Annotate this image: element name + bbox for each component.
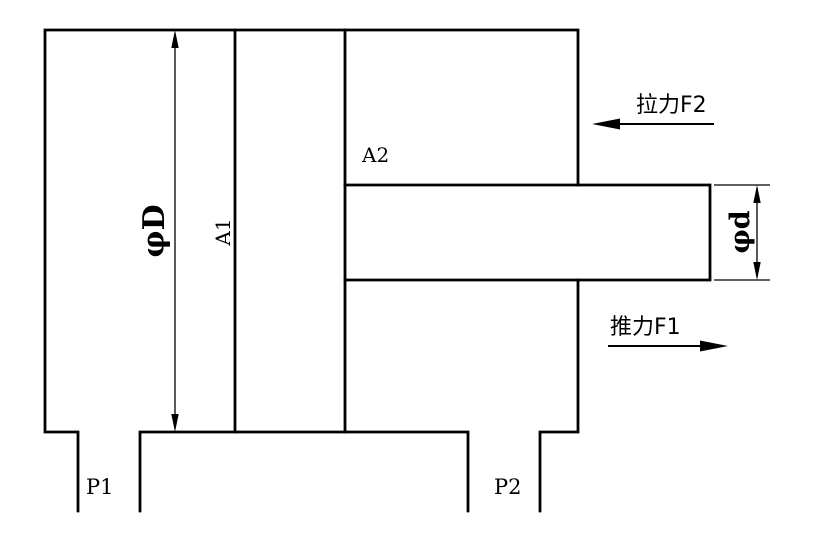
push-force-arrow-right-icon (700, 340, 728, 352)
bore-dimension-arrow-up-icon (171, 30, 179, 48)
port-p2-label: P2 (494, 475, 522, 499)
rod-dimension-arrow-up-icon (753, 185, 761, 203)
pull-force-annotation: 拉力F2 (592, 93, 714, 130)
pull-force-label: 拉力F2 (636, 93, 707, 118)
port-p1-label: P1 (86, 475, 114, 499)
pull-force-arrow-left-icon (592, 118, 620, 130)
rod-side-area-label: A2 (361, 143, 389, 167)
bore-dimension-arrow-down-icon (171, 414, 179, 432)
cylinder-body-outline (43, 28, 580, 513)
push-force-label: 推力F1 (610, 315, 681, 340)
bore-diameter-dimension: φD (137, 30, 179, 432)
bore-diameter-label: φD (137, 204, 172, 257)
rod-diameter-dimension: φd (714, 184, 770, 281)
piston-rod-outline (343, 183, 712, 282)
rod-dimension-arrow-down-icon (753, 262, 761, 280)
rod-diameter-label: φd (725, 210, 756, 253)
push-force-annotation: 推力F1 (608, 315, 728, 352)
piston-area-label: A1 (211, 218, 235, 246)
